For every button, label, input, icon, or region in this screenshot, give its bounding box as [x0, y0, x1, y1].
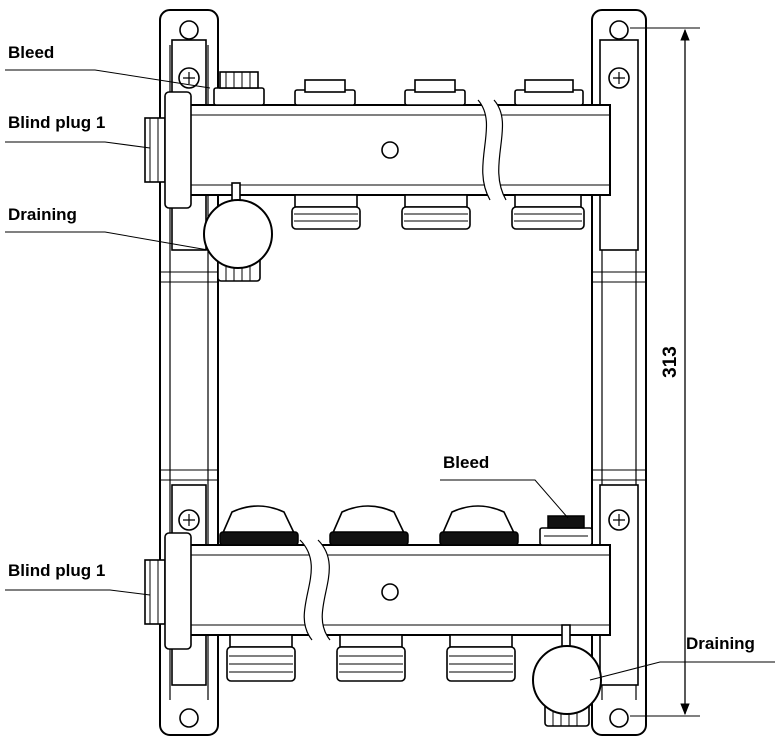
bottom-flow-caps [219, 505, 519, 546]
top-manifold-bar [189, 99, 611, 201]
top-fittings-upper [294, 79, 584, 106]
bottom-blind-plug [144, 532, 192, 650]
top-fittings-lower [291, 194, 585, 230]
label-bleed-top: Bleed [8, 43, 54, 62]
top-left-screw-icon [178, 67, 200, 89]
height-dimension-value: 313 [660, 346, 681, 378]
top-blind-plug [144, 91, 192, 209]
bottom-right-screw-icon [608, 509, 630, 531]
label-blind-plug-top: Blind plug 1 [8, 113, 105, 132]
label-draining-bottom: Draining [686, 634, 755, 653]
top-right-screw-icon [608, 67, 630, 89]
label-draining-top: Draining [8, 205, 77, 224]
label-bleed-bottom: Bleed [443, 453, 489, 472]
bottom-left-screw-icon [178, 509, 200, 531]
leader-lines [5, 69, 775, 681]
height-dimension: 313 [630, 27, 700, 717]
label-blind-plug-bottom: Blind plug 1 [8, 561, 105, 580]
bottom-manifold-bar [189, 539, 611, 641]
top-bleed-valve [213, 71, 265, 106]
bottom-fittings-lower [226, 634, 516, 682]
bottom-draining-valve [532, 624, 602, 727]
top-draining-valve [203, 182, 273, 282]
bottom-bleed-valve [539, 515, 593, 546]
